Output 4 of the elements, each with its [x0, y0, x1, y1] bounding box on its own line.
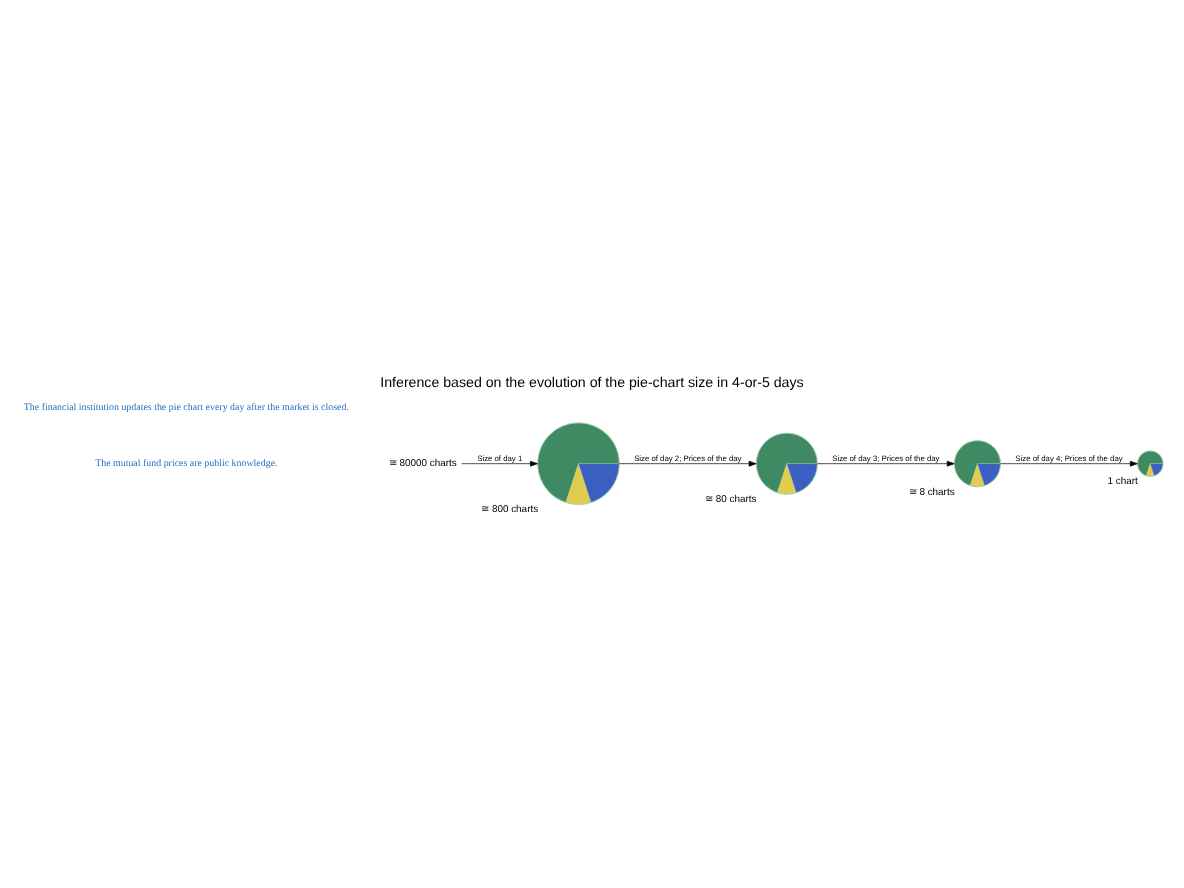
arrow [1000, 460, 1138, 467]
arrow [619, 460, 757, 467]
arrow [461, 460, 538, 467]
arrow [817, 460, 955, 467]
